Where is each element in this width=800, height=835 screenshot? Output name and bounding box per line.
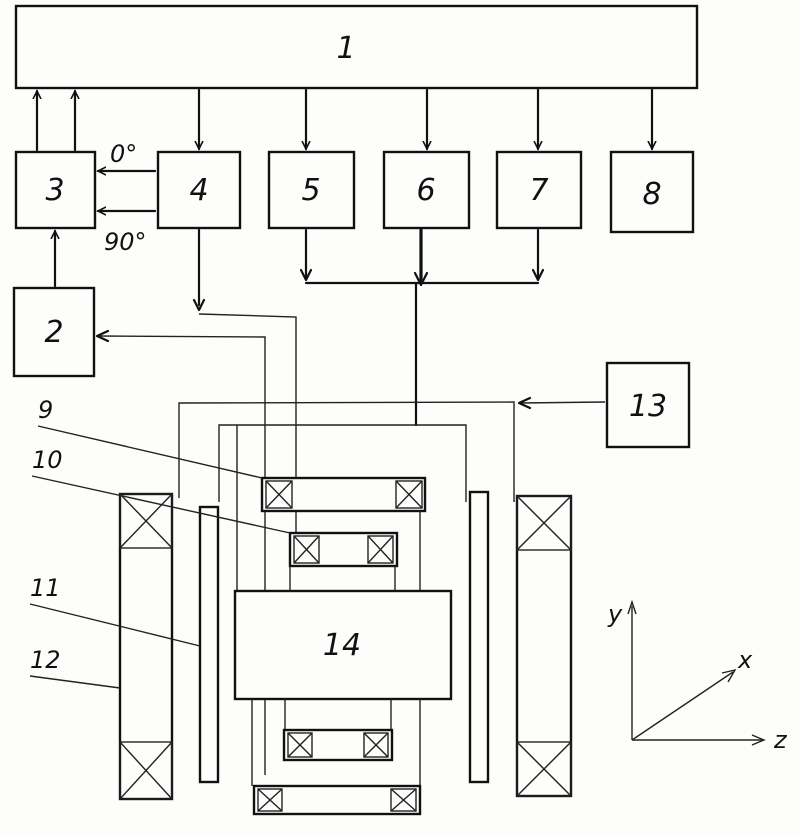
block-6-label: 6 [416, 173, 435, 208]
plate-left [200, 507, 218, 782]
block-3-label: 3 [45, 173, 64, 208]
callout-9-label: 9 [38, 396, 53, 424]
block-13-label: 13 [629, 389, 667, 424]
block-2-label: 2 [44, 315, 63, 350]
block-1-label: 1 [336, 31, 355, 66]
line-13-left [520, 402, 605, 403]
callout-9-leader [38, 426, 262, 478]
callout-11-label: 11 [30, 574, 61, 602]
axis-x-label: x [737, 646, 753, 674]
object-14-label: 14 [323, 628, 361, 663]
coil-9-top [262, 478, 425, 511]
coil-9-bottom [254, 786, 420, 814]
axis-z-label: z [773, 726, 788, 754]
callout-12-leader [30, 676, 120, 688]
phase-90-label: 90° [104, 228, 147, 256]
block-4-label: 4 [189, 173, 208, 208]
block-7-label: 7 [529, 173, 548, 208]
axis-x [632, 672, 733, 740]
plate-right [470, 492, 488, 782]
block-5-label: 5 [301, 173, 320, 208]
block-1 [16, 6, 697, 88]
phase-0-label: 0° [110, 140, 137, 168]
callout-10-label: 10 [32, 446, 63, 474]
axis-y-label: y [607, 600, 623, 628]
block-8-label: 8 [642, 177, 661, 212]
callout-12-label: 12 [30, 646, 61, 674]
callout-11-leader [30, 604, 200, 646]
